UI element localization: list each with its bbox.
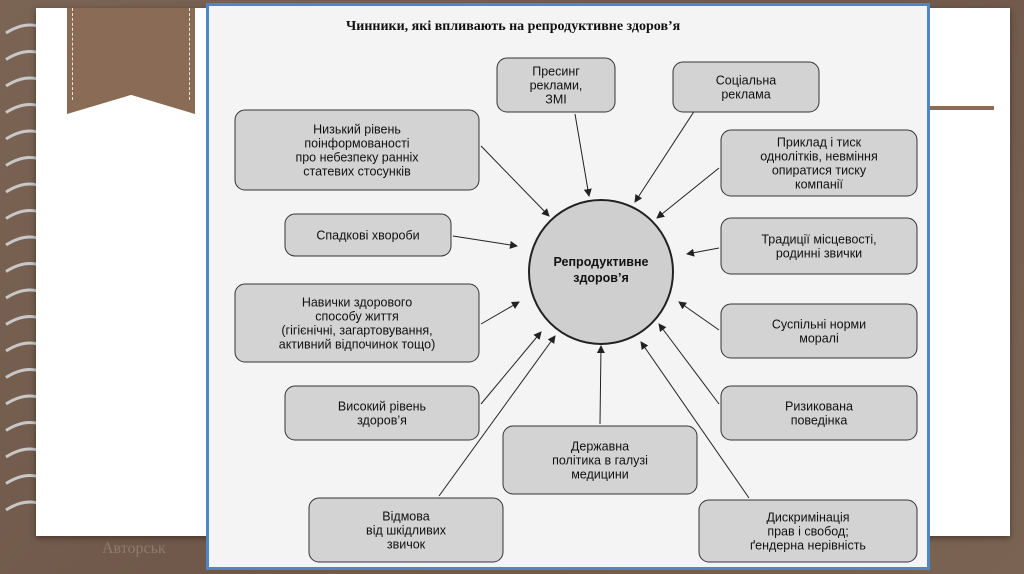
factor-label-line: Спадкові хвороби — [316, 229, 419, 243]
footer-text: Авторськ — [102, 540, 166, 558]
factor-label-line: Суспільні норми — [772, 318, 866, 332]
center-label-line: Репродуктивне — [554, 255, 649, 269]
factor-label-line: родинні звички — [776, 247, 862, 261]
factor-label-line: політика в галузі — [552, 454, 648, 468]
factor-node-traditions: Традиції місцевості,родинні звички — [721, 218, 917, 274]
factor-node-hereditary: Спадкові хвороби — [285, 214, 451, 256]
factor-label-line: Навички здорового — [302, 296, 412, 310]
influence-arrow — [481, 146, 549, 216]
factor-label-line: про небезпеку ранніх — [295, 151, 419, 165]
factor-label-line: Дискримінація — [766, 511, 849, 525]
factor-label-line: моралі — [799, 332, 839, 346]
factor-label-line: прав і свобод; — [767, 525, 848, 539]
factor-label-line: ЗМІ — [545, 93, 566, 107]
factor-label-line: активний відпочинок тощо) — [279, 338, 436, 352]
influence-arrow — [481, 302, 519, 324]
influence-arrow — [657, 168, 719, 218]
influence-arrow — [635, 110, 695, 202]
factor-label-line: Приклад і тиск — [777, 136, 862, 150]
factor-label-line: реклама — [721, 88, 770, 102]
factor-label-line: Пресинг — [532, 65, 580, 79]
factor-label-line: від шкідливих — [366, 524, 447, 538]
factor-label-line: однолітків, невміння — [760, 150, 877, 164]
factor-label-line: статевих стосунків — [303, 165, 411, 179]
influence-arrow — [687, 248, 719, 254]
factor-label-line: поінформованості — [304, 137, 409, 151]
influence-arrow — [679, 302, 719, 330]
influence-arrow — [453, 236, 517, 246]
influence-arrow — [575, 114, 589, 196]
diagram-image-frame: Чинники, які впливають на репродуктивне … — [206, 3, 930, 570]
factor-label-line: ґендерна нерівність — [750, 539, 866, 553]
factor-label-line: поведінка — [791, 414, 848, 428]
decorative-rule — [928, 106, 994, 110]
center-node: Репродуктивне здоров’я — [529, 200, 673, 344]
factor-label-line: компанії — [795, 178, 844, 192]
factor-label-line: здоров’я — [357, 414, 407, 428]
diagram-title: Чинники, які впливають на репродуктивне … — [346, 19, 681, 34]
factor-label-line: опиратися тиску — [772, 164, 867, 178]
center-label-line: здоров’я — [573, 271, 629, 285]
factor-label-line: Традиції місцевості, — [761, 233, 876, 247]
factor-label-line: звичок — [387, 538, 426, 552]
factor-label-line: Державна — [571, 440, 629, 454]
factor-label-line: Соціальна — [716, 74, 777, 88]
factor-label-line: Ризикована — [785, 400, 853, 414]
factor-label-line: медицини — [571, 468, 629, 482]
factor-label-line: Відмова — [382, 510, 429, 524]
factor-label-line: Високий рівень — [338, 400, 426, 414]
factor-label-line: Низький рівень — [313, 123, 401, 137]
factor-label-line: реклами, — [530, 79, 583, 93]
influence-arrow — [600, 346, 601, 424]
factor-label-line: способу життя — [315, 310, 398, 324]
factor-label-line: (гігієнічні, загартовування, — [281, 324, 432, 338]
factors-diagram: Чинники, які впливають на репродуктивне … — [209, 6, 927, 567]
influence-arrow — [659, 324, 719, 404]
